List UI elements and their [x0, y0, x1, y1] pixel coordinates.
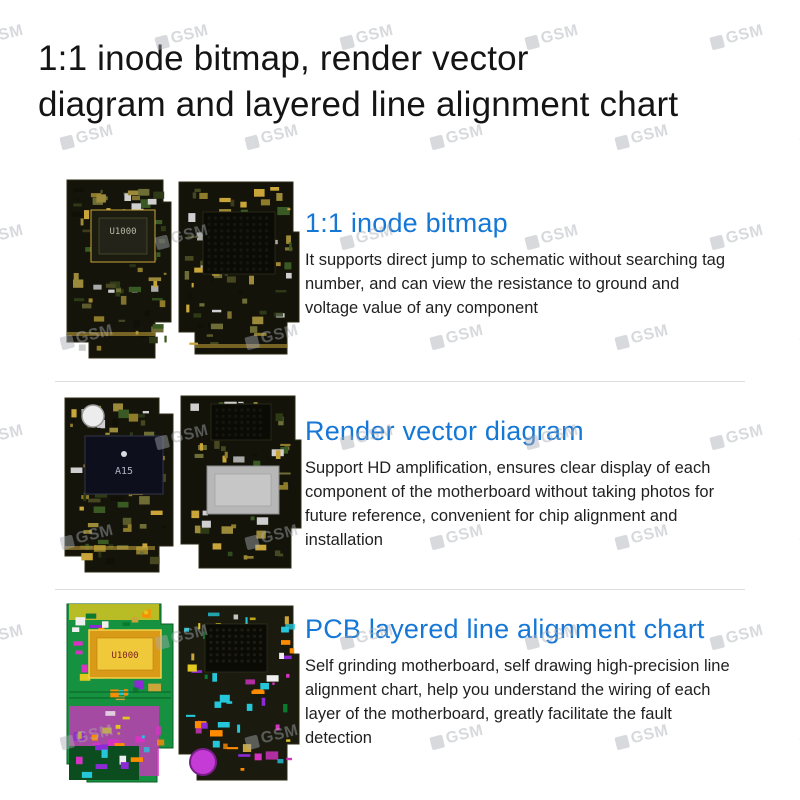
section-heading: 1:1 inode bitmap — [305, 208, 508, 238]
chip-label-a15: A15 — [115, 466, 133, 477]
gsm-watermark: GSM — [0, 22, 25, 53]
section-description: It supports direct jump to schematic wit… — [305, 251, 726, 317]
title-line-1: 1:1 inode bitmap, render vector — [38, 39, 529, 78]
gsm-logo-icon — [244, 134, 260, 150]
section-description: Self grinding motherboard, self drawing … — [305, 657, 730, 747]
section-layered-chart: U1000 PCB layered line alignment chart S… — [0, 592, 800, 800]
pcb-photo-layered-chart: U1000 — [66, 603, 300, 783]
copy-layered-chart: PCB layered line alignment chart Self gr… — [305, 614, 770, 751]
pcb-photo-render-vector: A15 — [64, 395, 302, 573]
copy-inode-bitmap: 1:1 inode bitmap It supports direct jump… — [305, 208, 770, 321]
section-render-vector: A15 Render vector diagram Support HD amp… — [0, 382, 800, 592]
pcb-photo-inode-bitmap: U1000 — [66, 179, 300, 359]
section-divider — [55, 589, 745, 590]
section-heading: PCB layered line alignment chart — [305, 614, 705, 644]
page-title: 1:1 inode bitmap, render vector diagram … — [38, 36, 778, 128]
section-inode-bitmap: U1000 1:1 inode bitmap It supports direc… — [0, 170, 800, 380]
section-divider — [55, 381, 745, 382]
section-description: Support HD amplification, ensures clear … — [305, 459, 715, 549]
title-line-2: diagram and layered line alignment chart — [38, 85, 679, 125]
section-heading: Render vector diagram — [305, 416, 584, 446]
chip-label-u1000: U1000 — [109, 227, 136, 237]
gsm-logo-icon — [59, 134, 75, 150]
copy-render-vector: Render vector diagram Support HD amplifi… — [305, 416, 770, 553]
gsm-logo-icon — [429, 134, 445, 150]
gsm-logo-icon — [614, 134, 630, 150]
chip-label-u1000: U1000 — [111, 651, 138, 661]
watermark-text: GSM — [0, 21, 26, 48]
